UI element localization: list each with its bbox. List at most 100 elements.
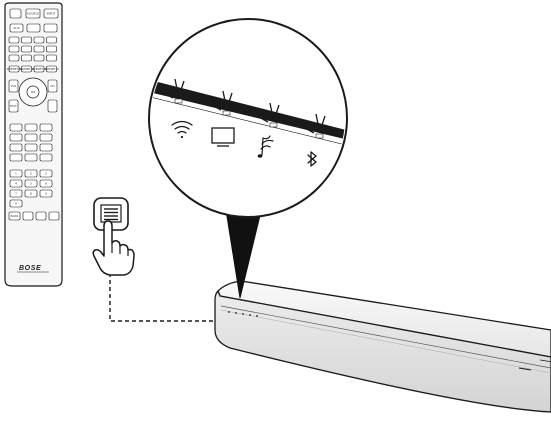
remote-ok-label: OK bbox=[31, 90, 36, 94]
remote-number-button[interactable] bbox=[39, 189, 53, 198]
bose-logo: BOSE bbox=[19, 265, 41, 272]
wifi-icon bbox=[171, 120, 193, 139]
light-ray bbox=[279, 118, 288, 124]
remote-button[interactable] bbox=[26, 23, 41, 33]
remote-function-button[interactable] bbox=[39, 143, 53, 152]
remote-number-button[interactable] bbox=[9, 189, 23, 198]
remote-preset-button-label: PRESET 3 bbox=[32, 67, 46, 71]
remote-function-button[interactable] bbox=[9, 133, 23, 142]
remote-vol-button-label: VOL bbox=[10, 84, 16, 88]
remote-number-button-label: 0 bbox=[15, 202, 17, 206]
remote-number-button[interactable] bbox=[9, 169, 23, 178]
remote-function-button[interactable] bbox=[9, 143, 23, 152]
remote-button[interactable] bbox=[47, 99, 58, 113]
remote-number-button-label: 3 bbox=[45, 172, 47, 176]
tv-monitor-icon bbox=[211, 127, 235, 147]
music-note-icon bbox=[257, 135, 274, 158]
indicator-led-1 bbox=[174, 98, 183, 104]
remote-bass-button[interactable] bbox=[8, 211, 21, 221]
remote-small-button[interactable] bbox=[33, 36, 45, 44]
remote-small-button[interactable] bbox=[33, 45, 45, 53]
remote-button[interactable] bbox=[35, 211, 47, 221]
remote-number-button-label: 5 bbox=[30, 182, 32, 186]
remote-button[interactable] bbox=[22, 211, 34, 221]
remote-number-button[interactable] bbox=[24, 189, 38, 198]
light-ray bbox=[325, 129, 334, 135]
indicator-led-4 bbox=[315, 133, 324, 139]
remote-preset-button[interactable] bbox=[46, 65, 57, 73]
remote-number-button-label: 8 bbox=[30, 192, 32, 196]
remote-number-button-label: 7 bbox=[15, 192, 17, 196]
remote-small-button[interactable] bbox=[8, 54, 20, 62]
remote-ch-button-label: CH bbox=[50, 84, 54, 88]
remote-ok-button[interactable] bbox=[26, 85, 40, 99]
remote-power-button[interactable] bbox=[9, 8, 22, 19]
light-ray bbox=[269, 102, 273, 114]
remote-small-button[interactable] bbox=[21, 54, 32, 62]
remote-function-button[interactable] bbox=[24, 123, 38, 132]
light-ray bbox=[275, 104, 280, 115]
soundbar-top bbox=[217, 280, 551, 358]
remote-small-button[interactable] bbox=[46, 54, 57, 62]
remote-function-button[interactable] bbox=[24, 153, 38, 162]
remote-function-button[interactable] bbox=[39, 153, 53, 162]
remote-menu-button[interactable] bbox=[48, 211, 60, 221]
remote-exit-button[interactable] bbox=[8, 99, 19, 113]
light-ray bbox=[163, 92, 174, 99]
remote-aux-button[interactable] bbox=[9, 23, 24, 33]
remote-small-button[interactable] bbox=[21, 36, 32, 44]
remote-number-button[interactable] bbox=[9, 179, 23, 188]
remote-function-button[interactable] bbox=[24, 143, 38, 152]
remote-preset-button-label: PRESET 1 bbox=[7, 67, 21, 71]
remote-function-button[interactable] bbox=[39, 123, 53, 132]
remote-button[interactable] bbox=[43, 23, 58, 33]
remote-small-button[interactable] bbox=[46, 36, 57, 44]
bluetooth-icon bbox=[307, 151, 317, 167]
remote-exit-button-label: EXIT bbox=[10, 104, 17, 108]
indicator-leds bbox=[163, 78, 334, 139]
remote-vol-button[interactable] bbox=[8, 79, 19, 93]
light-ray bbox=[184, 94, 193, 100]
remote-small-button[interactable] bbox=[8, 36, 20, 44]
remote-number-button-label: 2 bbox=[30, 172, 32, 176]
soundbar-mini-indicators bbox=[228, 311, 258, 317]
light-ray bbox=[232, 106, 241, 112]
remote-function-button[interactable] bbox=[9, 153, 23, 162]
remote-small-button[interactable] bbox=[46, 45, 57, 53]
remote-small-button[interactable] bbox=[21, 45, 32, 53]
remote-number-button-label: 6 bbox=[45, 182, 47, 186]
remote-number-button[interactable] bbox=[24, 179, 38, 188]
remote-number-button[interactable] bbox=[9, 199, 23, 208]
light-ray bbox=[180, 80, 185, 91]
remote-input-button-label: INPUT bbox=[47, 12, 56, 16]
remote-number-button-label: 1 bbox=[15, 172, 17, 176]
remote-preset-button[interactable] bbox=[21, 65, 32, 73]
remote-bass-button-label: BASS bbox=[11, 214, 19, 218]
remote-function-button[interactable] bbox=[9, 123, 23, 132]
remote-number-button-label: 9 bbox=[45, 192, 47, 196]
remote-preset-button[interactable] bbox=[8, 65, 20, 73]
remote-function-button[interactable] bbox=[24, 133, 38, 142]
remote-preset-button[interactable] bbox=[33, 65, 45, 73]
remote-source-button-label: SOURCE bbox=[27, 12, 39, 16]
remote-ch-button[interactable] bbox=[47, 79, 58, 93]
light-ray bbox=[304, 127, 315, 134]
indicator-led-3 bbox=[269, 122, 278, 128]
remote-number-button[interactable] bbox=[39, 179, 53, 188]
remote-small-button[interactable] bbox=[33, 54, 45, 62]
remote-function-button[interactable] bbox=[39, 133, 53, 142]
light-ray bbox=[315, 113, 319, 125]
light-ray bbox=[321, 115, 326, 126]
remote-number-button[interactable] bbox=[39, 169, 53, 178]
indicator-led-2 bbox=[222, 110, 231, 116]
light-ray bbox=[258, 116, 269, 123]
light-ray bbox=[211, 104, 222, 111]
remote-small-button[interactable] bbox=[8, 45, 20, 53]
remote-number-button[interactable] bbox=[24, 169, 38, 178]
magnifier-circle bbox=[148, 18, 348, 218]
remote-source-button[interactable] bbox=[25, 8, 41, 19]
remote-input-button[interactable] bbox=[43, 8, 59, 19]
